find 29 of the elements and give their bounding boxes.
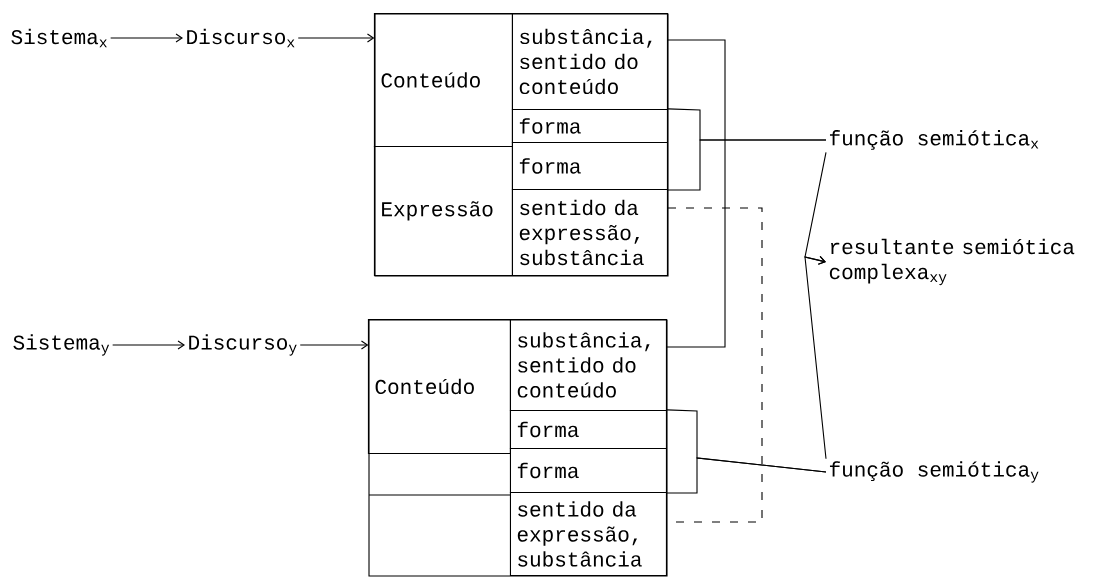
table-cell: Conteúdo	[373, 12, 513, 147]
bracket-line	[666, 39, 726, 348]
table-cell: forma	[509, 447, 667, 493]
term-label: Discurso$_{x}$	[187, 28, 295, 48]
term-label: Sistema$_{x}$	[11, 28, 107, 48]
bracket-line	[666, 457, 827, 494]
arrow	[804, 255, 827, 460]
term-label: Discurso$_{y}$	[189, 334, 297, 356]
term-label: função semiótica$_{y}$	[830, 461, 1039, 483]
table-cell: forma	[511, 108, 668, 143]
table-cell: substância, sentido do conteúdo	[511, 12, 668, 110]
table-frame	[374, 13, 669, 277]
table-cell: sentido da expressão, substância	[509, 491, 667, 576]
table-cell: sentido da expressão, substância	[511, 188, 668, 276]
dashed-line	[666, 207, 763, 523]
term-label: resultante semiótica complexa$_{xy}$	[829, 238, 1075, 286]
table-cell: substância, sentido do conteúdo	[509, 318, 667, 411]
arrow	[297, 33, 375, 43]
table-cell: forma	[509, 409, 667, 449]
arrow	[299, 340, 369, 350]
table-frame	[368, 319, 668, 577]
bracket-line	[667, 139, 827, 191]
table-cell: Expressão	[373, 145, 513, 276]
arrow	[112, 340, 185, 350]
term-label: Sistema$_{y}$	[13, 334, 110, 356]
table-cell: Conteúdo	[367, 318, 511, 454]
table-cell: forma	[511, 141, 668, 190]
term-label: função semiótica$_{x}$	[830, 130, 1039, 150]
arrow	[110, 33, 183, 43]
